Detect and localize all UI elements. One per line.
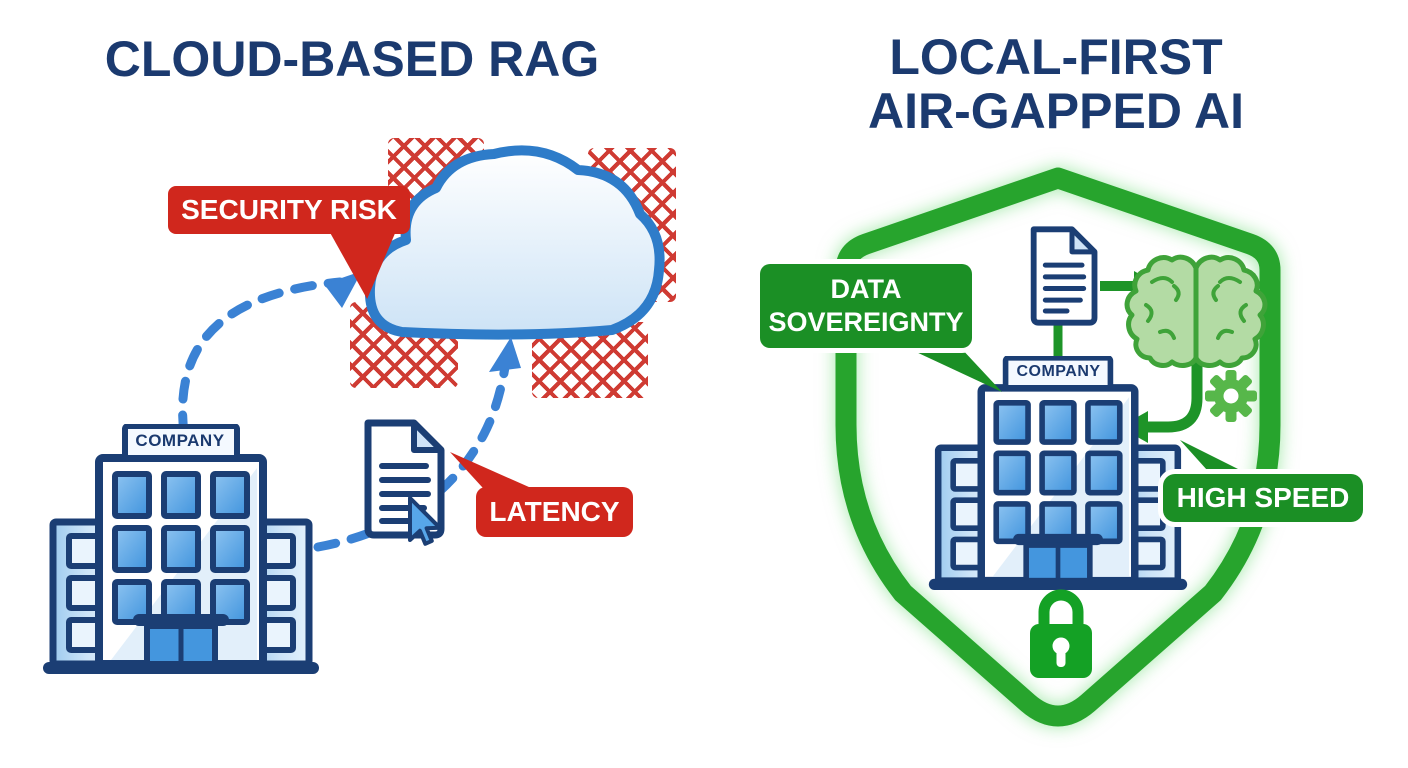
brain-to-building-elbow-arrow — [1148, 362, 1203, 433]
cursor-icon — [408, 496, 442, 546]
arrowhead-icon — [489, 337, 521, 372]
arrowhead-icon — [324, 271, 362, 308]
high-speed-badge: HIGH SPEED — [1163, 474, 1363, 522]
cloud-icon — [364, 145, 665, 340]
latency-badge: LATENCY — [476, 487, 633, 537]
lock-icon — [1030, 589, 1092, 678]
data-sovereignty-line1: DATA — [830, 274, 902, 304]
dashed-arrow-building-to-cloud — [178, 277, 345, 438]
left-panel-title: CLOUD-BASED RAG — [104, 31, 600, 87]
dashed-arrow-document-to-cloud — [313, 350, 512, 552]
building-icon — [929, 358, 1187, 590]
gear-icon — [1205, 370, 1257, 422]
company-sign-right: COMPANY — [1016, 363, 1101, 380]
data-sovereignty-badge: DATA SOVEREIGNTY — [760, 264, 972, 348]
right-panel-title-line2: AIR-GAPPED AI — [868, 83, 1244, 139]
document-icon — [1034, 229, 1095, 322]
right-panel-title: LOCAL-FIRST AIR-GAPPED AI — [704, 30, 1408, 138]
data-sovereignty-line2: SOVEREIGNTY — [768, 307, 964, 337]
security-risk-badge: SECURITY RISK — [168, 186, 410, 234]
company-sign-left: COMPANY — [135, 431, 225, 450]
building-icon — [43, 426, 319, 674]
brain-icon — [1124, 254, 1268, 368]
right-panel-title-line1: LOCAL-FIRST — [889, 29, 1223, 85]
